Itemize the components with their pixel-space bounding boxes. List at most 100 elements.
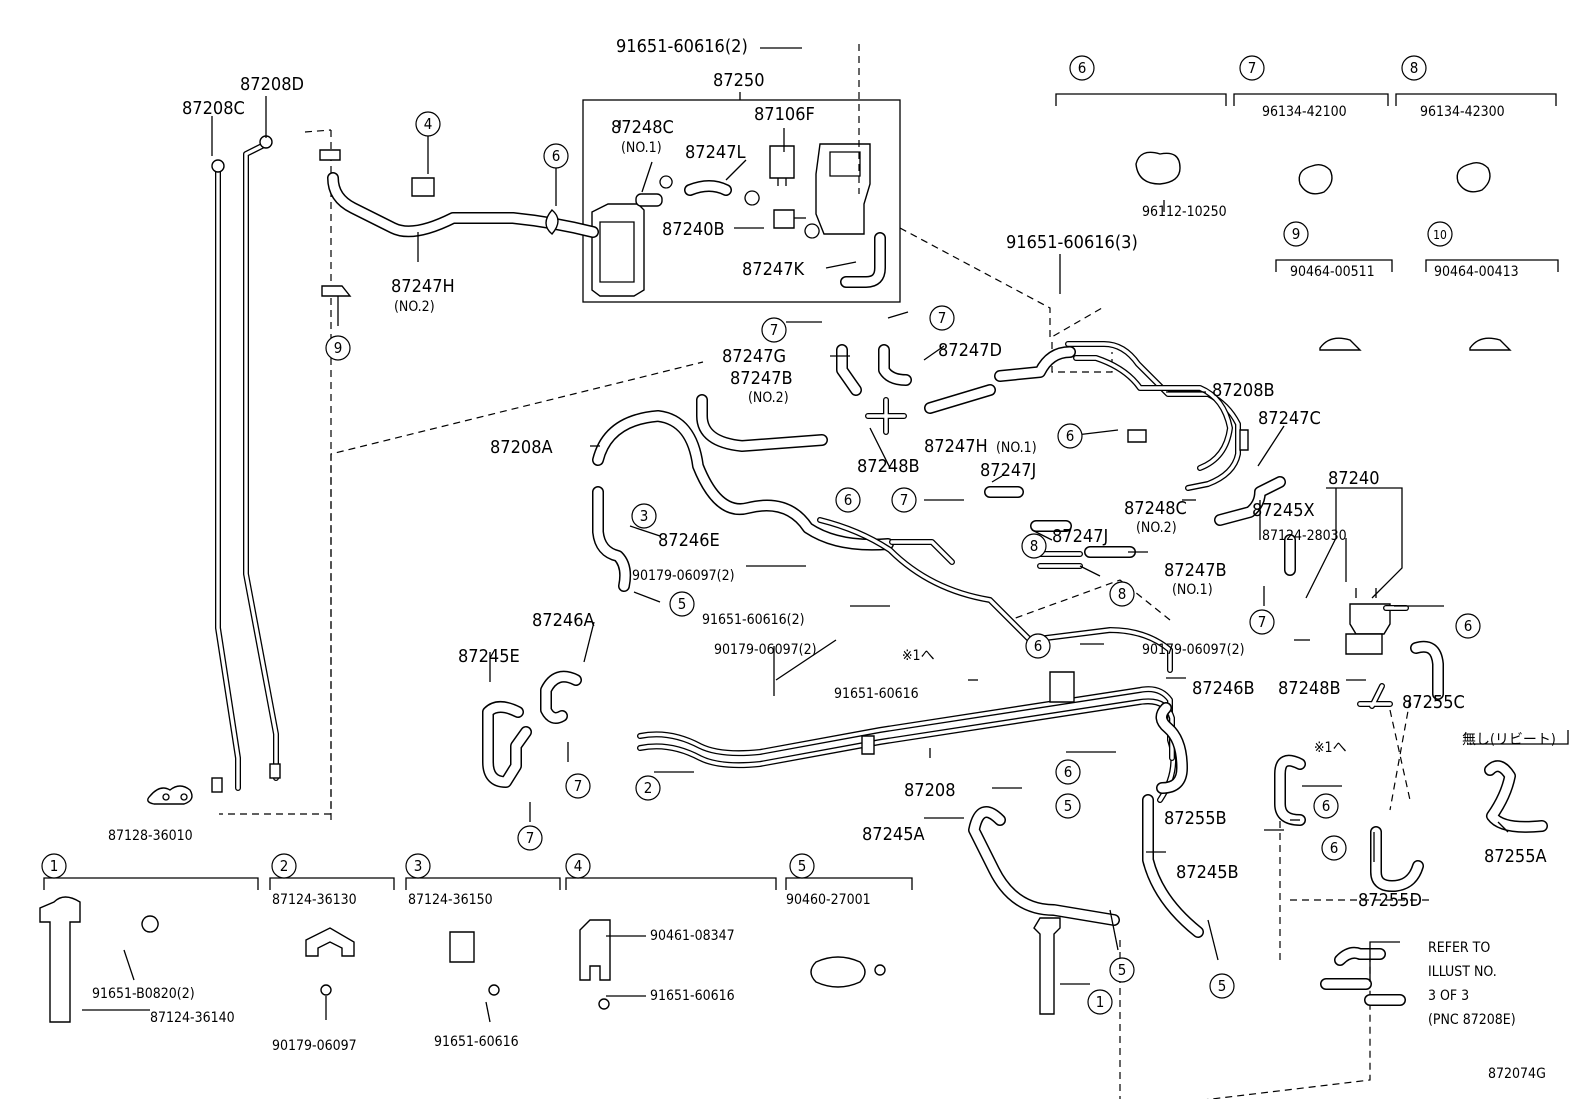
callout-5: 5 [1055, 793, 1081, 819]
callout-2: 2 [271, 853, 297, 879]
label-no2-b: (NO.2) [748, 390, 789, 406]
label-90179-06097-2-c: 90179-06097(2) [1142, 642, 1245, 658]
callout-number: 3 [414, 857, 423, 875]
label-87247j-a: 87247J [980, 460, 1036, 481]
callout-circle [1057, 423, 1083, 449]
label-90179-06097-2-a: 90179-06097(2) [632, 568, 735, 584]
label-87247b-mid: 87247B [1164, 560, 1227, 581]
label-87246e: 87246E [658, 530, 720, 551]
callout-circle [1025, 633, 1051, 659]
label-87255c: 87255C [1402, 692, 1465, 713]
callout-7: 7 [517, 825, 543, 851]
callout-circle [631, 503, 657, 529]
label-87106f: 87106F [754, 104, 815, 125]
label-87208d: 87208D [240, 74, 304, 95]
callout-3: 3 [405, 853, 431, 879]
callout-circle [891, 487, 917, 513]
callout-number: 6 [1064, 763, 1073, 781]
callout-number: 6 [552, 147, 561, 165]
callout-number: 9 [1292, 225, 1301, 243]
label-87247h-no1: 87247H [924, 436, 988, 457]
label-87247h-no2: 87247H [391, 276, 455, 297]
label-ref1-a: ※1へ [902, 648, 935, 664]
callout-9: 9 [1283, 221, 1309, 247]
label-no1-b: (NO.1) [996, 440, 1037, 456]
label-kit1-part: 87124-36140 [150, 1010, 235, 1026]
label-refer-4: (PNC 87208E) [1428, 1012, 1516, 1028]
callout-number: 7 [938, 309, 947, 327]
label-91651-60616-2-top: 91651-60616(2) [616, 36, 748, 57]
callout-number: 8 [1030, 537, 1039, 555]
callout-number: 1 [50, 857, 59, 875]
callout-number: 9 [334, 339, 343, 357]
callout-number: 6 [844, 491, 853, 509]
label-kit1-bolt: 91651-B0820(2) [92, 986, 195, 1002]
label-87247k: 87247K [742, 259, 805, 280]
callout-6: 6 [1055, 759, 1081, 785]
hose-87255 [1274, 640, 1548, 1006]
callout-6: 6 [1313, 793, 1339, 819]
callout-5: 5 [1209, 973, 1235, 999]
label-87247d: 87247D [938, 340, 1002, 361]
callout-4: 4 [565, 853, 591, 879]
callout-number: 7 [1248, 59, 1257, 77]
callout-number: 5 [1118, 961, 1127, 979]
callout-4: 4 [415, 111, 441, 137]
callout-circle [635, 775, 661, 801]
callout-circle [1283, 221, 1309, 247]
label-kit8-part: 96134-42300 [1420, 104, 1505, 120]
label-87248c-mid: 87248C [1124, 498, 1187, 519]
label-kit9-part: 90464-00511 [1290, 264, 1375, 280]
callout-number: 2 [644, 779, 653, 797]
callout-circle [1239, 55, 1265, 81]
callout-number: 4 [424, 115, 433, 133]
label-87245a: 87245A [862, 824, 925, 845]
label-91651-60616-3: 91651-60616(3) [1006, 232, 1138, 253]
label-kit3-part: 87124-36150 [408, 892, 493, 908]
label-87246b: 87246B [1192, 678, 1255, 699]
callout-number: 5 [798, 857, 807, 875]
label-kit7-part: 96134-42100 [1262, 104, 1347, 120]
label-kit2-part: 87124-36130 [272, 892, 357, 908]
label-87246a: 87246A [532, 610, 595, 631]
label-87245x: 87245X [1252, 500, 1315, 521]
label-kit3-bolt: 91651-60616 [434, 1034, 519, 1050]
callout-7: 7 [1239, 55, 1265, 81]
label-refer-1: REFER TO [1428, 940, 1490, 956]
pipe-87208b [1065, 341, 1249, 491]
callout-circle [565, 853, 591, 879]
callout-circle [1055, 793, 1081, 819]
hose-87245a-b [968, 702, 1204, 938]
callout-6: 6 [1455, 613, 1481, 639]
label-87245b: 87245B [1176, 862, 1239, 883]
callout-circle [1087, 989, 1113, 1015]
callout-circle [543, 143, 569, 169]
callout-6: 6 [1025, 633, 1051, 659]
callout-number: 6 [1464, 617, 1473, 635]
bracket-87124-36140-lower [1033, 917, 1061, 1015]
label-kit6-part: 96112-10250 [1142, 204, 1227, 220]
callout-number: 7 [526, 829, 535, 847]
callout-number: 3 [640, 507, 649, 525]
callout-5: 5 [789, 853, 815, 879]
label-87240: 87240 [1328, 468, 1380, 489]
label-kit4-part: 90461-08347 [650, 928, 735, 944]
callout-8: 8 [1401, 55, 1427, 81]
label-87255d: 87255D [1358, 890, 1422, 911]
leader-lines [82, 47, 1569, 1023]
valve-87240 [1345, 588, 1409, 655]
kit-row-top [1055, 93, 1559, 351]
label-refer-2: ILLUST NO. [1428, 964, 1497, 980]
label-no2-a: (NO.2) [394, 299, 435, 315]
kit-row-bottom [39, 877, 913, 1023]
label-87250: 87250 [713, 70, 765, 91]
callout-6: 6 [1321, 835, 1347, 861]
callout-circle [1209, 973, 1235, 999]
callout-circle [415, 111, 441, 137]
callout-circle [325, 335, 351, 361]
hose-87245e-87246a [482, 670, 582, 788]
callout-number: 7 [900, 491, 909, 509]
label-87245e: 87245E [458, 646, 520, 667]
label-91651-60616-2-mid: 91651-60616(2) [702, 612, 805, 628]
